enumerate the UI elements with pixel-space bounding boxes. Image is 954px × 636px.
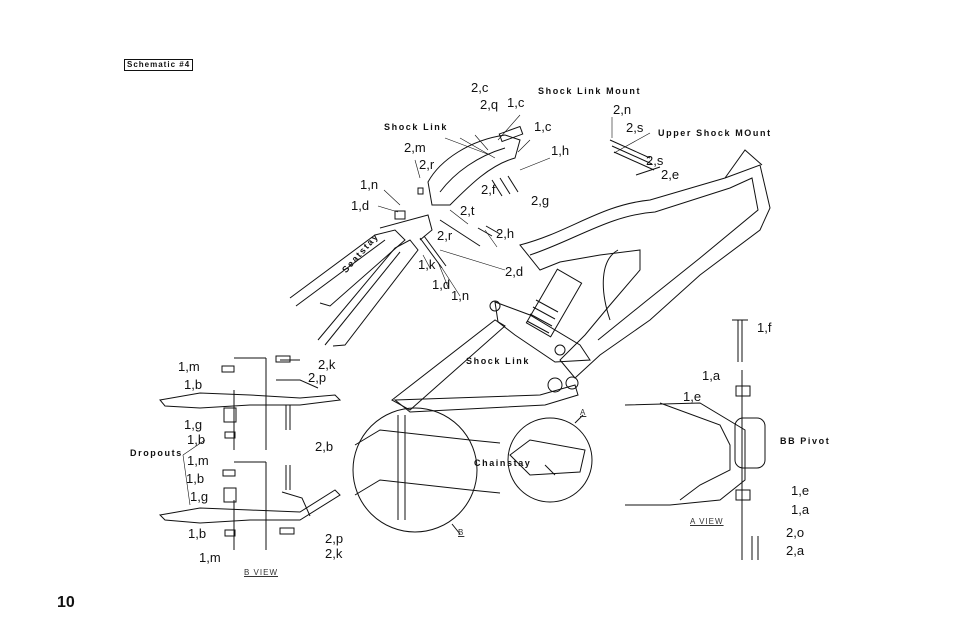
dropout-drawing-top — [159, 355, 342, 450]
part-label: 1,b — [184, 377, 203, 392]
dropout-leader — [182, 439, 206, 506]
callout-chainstay: Chainstay — [474, 458, 532, 468]
part-label: 1,h — [551, 143, 570, 158]
part-label: 1,b — [188, 526, 207, 541]
part-label: 1,g — [184, 417, 203, 432]
part-label: 2,b — [315, 439, 334, 454]
marker-a: A — [580, 408, 587, 417]
a-view-drawing — [624, 319, 766, 560]
part-label: 1,d — [432, 277, 451, 292]
part-label: 2,e — [661, 167, 680, 182]
leader-lines — [377, 114, 651, 297]
part-label: 2,c — [471, 80, 489, 95]
chainstay-tube — [391, 319, 579, 413]
part-label: 1,c — [507, 95, 525, 110]
detail-circle-b — [352, 407, 501, 533]
part-label: 2,o — [786, 525, 805, 540]
lower-shock-link — [489, 300, 591, 363]
part-label: 1,b — [187, 432, 206, 447]
part-label: 2,k — [325, 546, 343, 561]
b-view-label: B VIEW — [244, 568, 279, 577]
part-label: 2,p — [325, 531, 344, 546]
rear-shock — [525, 268, 583, 338]
part-label: 1,a — [702, 368, 721, 383]
part-label: 2,h — [496, 226, 515, 241]
front-triangle — [519, 149, 771, 379]
part-label: 2,r — [419, 157, 435, 172]
part-label: 2,s — [626, 120, 644, 135]
part-label: 1,m — [187, 453, 209, 468]
part-label: 2,m — [404, 140, 426, 155]
part-label: 1,c — [534, 119, 552, 134]
part-label: 2,n — [613, 102, 632, 117]
detail-circle-a — [451, 414, 593, 535]
part-label: 1,d — [351, 198, 370, 213]
part-label: 1,e — [791, 483, 810, 498]
part-label: 1,f — [757, 320, 772, 335]
part-label: 2,r — [437, 228, 453, 243]
marker-b: B — [458, 528, 465, 537]
part-label: 1,a — [791, 502, 810, 517]
part-label: 2,g — [531, 193, 550, 208]
part-label: 1,n — [451, 288, 470, 303]
seatstay — [289, 214, 433, 347]
part-label: 1,m — [178, 359, 200, 374]
schematic-tag: Schematic #4 — [124, 59, 194, 71]
part-label: 2,d — [505, 264, 524, 279]
part-label: 1,k — [418, 257, 436, 272]
part-label: 2,p — [308, 370, 327, 385]
part-label: 2,s — [646, 153, 664, 168]
part-label: 2,a — [786, 543, 805, 558]
callout-shock-link-mount: Shock Link Mount — [538, 86, 642, 96]
part-label: 2,k — [318, 357, 336, 372]
page-number: 10 — [57, 594, 75, 611]
callout-shock-link-top: Shock Link — [384, 122, 449, 132]
part-label: 1,e — [683, 389, 702, 404]
part-label: 2,q — [480, 97, 499, 112]
upper-shock-link — [427, 125, 524, 206]
top-hardware — [394, 139, 661, 269]
a-view-label: A VIEW — [690, 517, 724, 526]
callout-bb-pivot: BB Pivot — [780, 436, 831, 446]
callout-upper-shock-mount: Upper Shock MOunt — [658, 128, 772, 138]
callout-dropouts: Dropouts — [130, 448, 183, 458]
part-label: 1,b — [186, 471, 205, 486]
dropout-drawing-bottom — [158, 461, 341, 550]
part-label: 1,n — [360, 177, 379, 192]
part-label: 1,m — [199, 550, 221, 565]
part-label: 2,f — [481, 182, 496, 197]
callout-shock-link-mid: Shock Link — [466, 356, 531, 366]
part-label: 1,g — [190, 489, 209, 504]
part-label: 2,t — [460, 203, 475, 218]
